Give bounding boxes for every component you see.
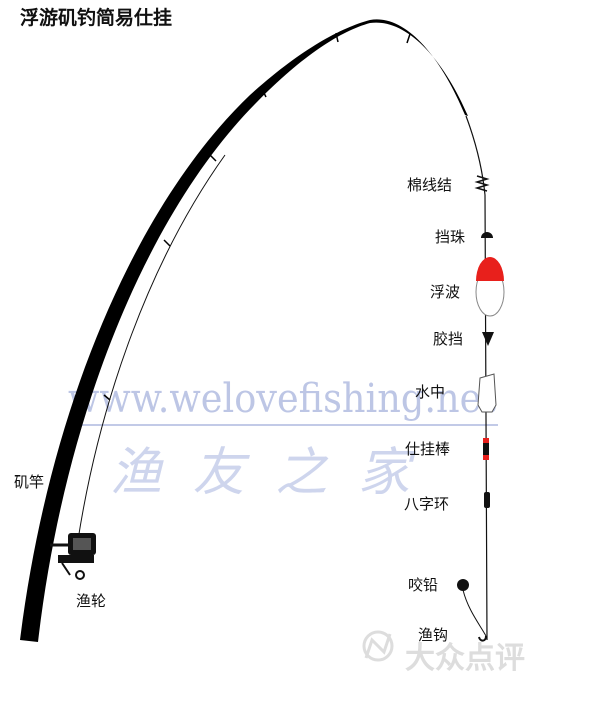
watermark-name: 渔友之家 bbox=[110, 443, 416, 503]
fishing-line-rod bbox=[77, 154, 226, 541]
label-swivel-stick: 仕挂棒 bbox=[405, 440, 450, 458]
swivel-stick-icon bbox=[483, 438, 489, 460]
label-hook: 渔钩 bbox=[418, 626, 448, 644]
watermark-brand: 大众点评 bbox=[405, 641, 525, 676]
brand-logo-icon bbox=[362, 630, 394, 662]
label-bead: 挡珠 bbox=[435, 228, 465, 246]
diagram-title: 浮游矶钓简易仕挂 bbox=[20, 6, 172, 29]
reel-icon bbox=[50, 533, 96, 580]
watermark-url: www.welovefishing.net bbox=[68, 376, 496, 422]
swivel-ring-icon bbox=[484, 492, 490, 508]
label-reel: 渔轮 bbox=[76, 592, 106, 610]
label-float: 浮波 bbox=[430, 283, 460, 301]
label-rod: 矶竿 bbox=[14, 473, 44, 491]
split-shot-icon bbox=[457, 579, 469, 591]
cotton-knot-icon bbox=[474, 175, 490, 192]
underwater-float-icon bbox=[477, 373, 497, 413]
rod-guides bbox=[103, 32, 411, 401]
label-underwater-float: 水中 bbox=[415, 383, 445, 401]
fishing-rod bbox=[20, 19, 468, 643]
fishing-line-main bbox=[465, 115, 488, 641]
label-knot: 棉线结 bbox=[407, 176, 452, 194]
bead-icon bbox=[481, 232, 493, 238]
float-icon bbox=[475, 257, 505, 317]
hook-icon bbox=[478, 635, 487, 642]
label-split-shot: 咬铅 bbox=[408, 576, 438, 594]
label-swivel-ring: 八字环 bbox=[404, 495, 449, 513]
watermark: www.welovefishing.net 渔友之家 大众点评 bbox=[68, 376, 525, 676]
fishing-line-hook-leader bbox=[462, 589, 487, 637]
rubber-stopper-icon bbox=[482, 332, 494, 346]
label-rubber-stopper: 胶挡 bbox=[433, 330, 463, 348]
